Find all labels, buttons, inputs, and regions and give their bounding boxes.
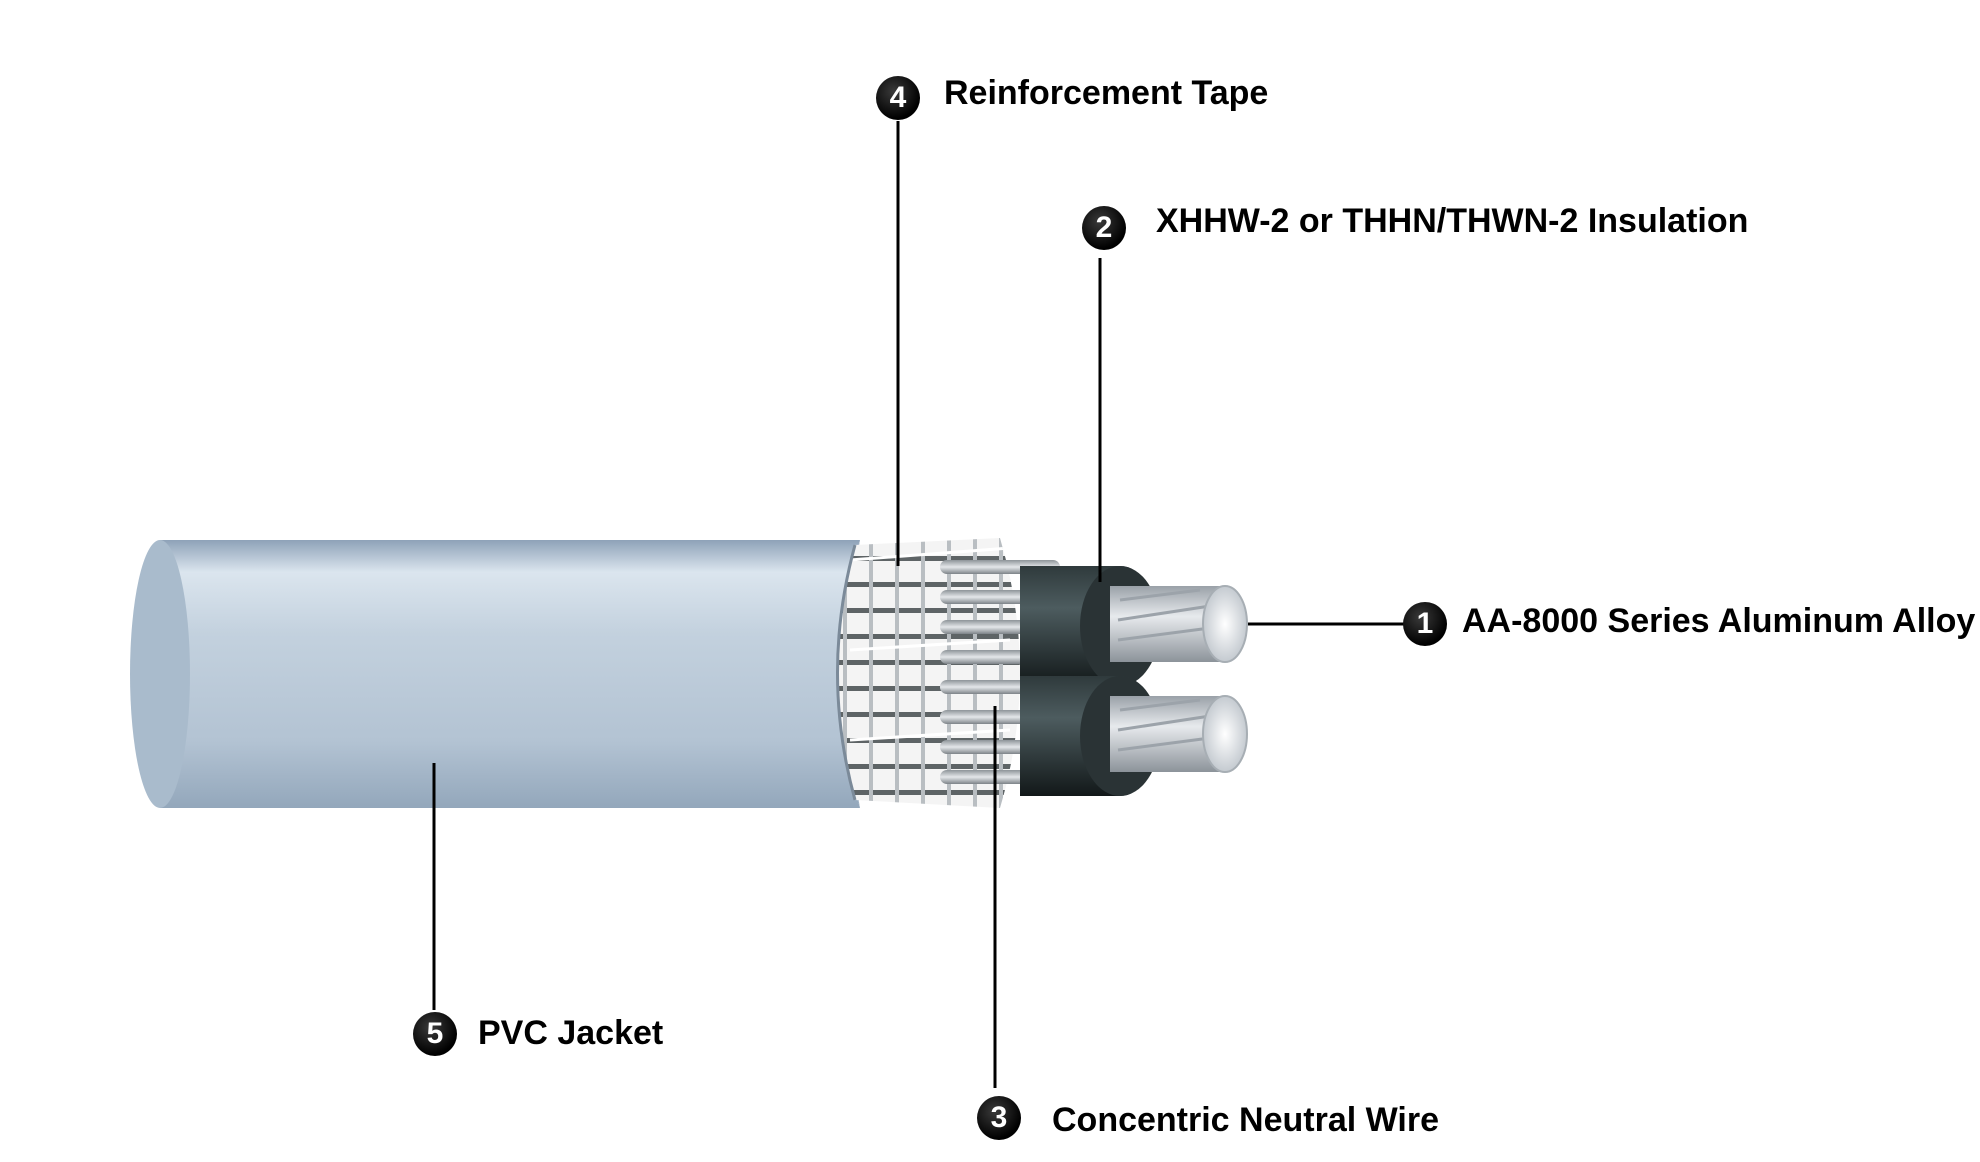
label-pvc-jacket: PVC Jacket (478, 1014, 664, 1052)
callout-badge-3: 3 (977, 1096, 1021, 1140)
aluminum-conductor-upper (1110, 585, 1248, 663)
aluminum-conductor-lower (1110, 695, 1248, 773)
callout-badge-1: 1 (1403, 602, 1447, 646)
callout-badge-5: 5 (413, 1012, 457, 1056)
pvc-jacket (130, 540, 860, 808)
label-concentric-neutral: Concentric Neutral Wire (1052, 1101, 1439, 1139)
callout-badge-4: 4 (876, 76, 920, 120)
label-aluminum-alloy: AA-8000 Series Aluminum Alloy (1462, 602, 1976, 640)
leader-lines (432, 121, 1405, 1088)
label-insulation: XHHW-2 or THHN/THWN-2 Insulation (1156, 202, 1749, 240)
label-reinforcement-tape: Reinforcement Tape (944, 74, 1269, 112)
callout-badge-2: 2 (1082, 206, 1126, 250)
reinforcement-tape (836, 538, 1020, 808)
